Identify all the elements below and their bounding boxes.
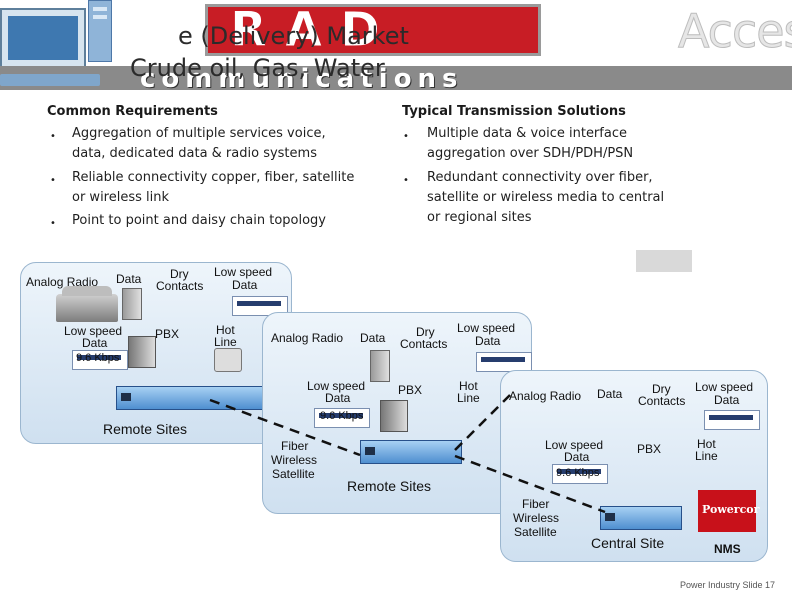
- powercor-logo: Powercor: [698, 490, 759, 532]
- transmission-solutions-header: Typical Transmission Solutions: [402, 104, 626, 119]
- access-mux-icon: [116, 386, 266, 410]
- analog-radio-icon: [56, 286, 118, 322]
- low-speed-label: Data: [325, 391, 351, 405]
- dry-contacts-label: Contacts: [400, 337, 448, 351]
- remote-sites-label: Remote Sites: [103, 421, 188, 437]
- slide-title-line1: e (Delivery) Market: [178, 22, 409, 50]
- pbx-icon: [380, 400, 408, 432]
- slide-title-line2: Crude oil, Gas, Water: [130, 54, 385, 82]
- low-speed-label: Low speed: [457, 321, 516, 335]
- dry-contacts-label: Dry: [170, 267, 189, 281]
- requirement-item: Reliable connectivity copper, fiber, sat…: [72, 170, 355, 185]
- wireless-label: Wireless: [513, 511, 560, 525]
- hot-line-phone-icon: [214, 348, 242, 372]
- low-speed-label: Low speed: [214, 265, 273, 279]
- rad-logo: [205, 4, 541, 56]
- banner-strip: [0, 66, 792, 90]
- hot-line-label: Hot: [216, 323, 235, 337]
- computer-tower-icon: [88, 0, 112, 62]
- pbx-label: PBX: [398, 383, 423, 397]
- common-requirements-header: Common Requirements: [47, 104, 218, 119]
- central-site-label: Central Site: [591, 535, 665, 551]
- rad-card-icon: [72, 350, 128, 370]
- rate-label: 9.6 Kbps: [556, 467, 600, 479]
- bullet-icon: •: [50, 218, 56, 229]
- pbx-icon: [128, 336, 156, 368]
- low-speed-label: Data: [714, 393, 740, 407]
- low-speed-label: Data: [475, 334, 501, 348]
- low-speed-label: Low speed: [64, 324, 123, 338]
- analog-radio-label: Analog Radio: [271, 331, 344, 345]
- bullet-icon: •: [50, 131, 56, 142]
- rad-card-icon: [552, 464, 608, 484]
- fiber-label: Fiber: [281, 439, 309, 453]
- data-device-icon: [122, 288, 142, 320]
- rad-card-icon: [314, 408, 370, 428]
- rad-card-icon: [476, 352, 532, 372]
- pbx-label: PBX: [637, 442, 662, 456]
- data-label: Data: [597, 387, 623, 401]
- requirement-item: Point to point and daisy chain topology: [72, 213, 327, 228]
- wan-link-right-lower: [454, 454, 606, 514]
- low-speed-label: Data: [82, 336, 108, 350]
- solution-item: aggregation over SDH/PDH/PSN: [427, 146, 634, 161]
- data-device-icon: [370, 350, 390, 382]
- data-label: Data: [360, 331, 386, 345]
- rate-label: 9.6 Kbps: [76, 352, 120, 364]
- low-speed-label: Low speed: [695, 380, 754, 394]
- requirement-item: Aggregation of multiple services voice,: [72, 126, 326, 141]
- pbx-label: PBX: [155, 327, 180, 341]
- hot-line-label: Line: [214, 335, 237, 349]
- rad-card-icon: [704, 410, 760, 430]
- decorative-blob: [636, 250, 692, 272]
- satellite-label: Satellite: [272, 467, 315, 481]
- low-speed-label: Low speed: [307, 379, 366, 393]
- requirement-item: or wireless link: [72, 190, 170, 205]
- analog-radio-label: Analog Radio: [26, 275, 99, 289]
- rad-logo-text: RAD: [230, 2, 398, 59]
- rad-card-icon: [232, 296, 288, 316]
- satellite-label: Satellite: [514, 525, 557, 539]
- remote-sites-label: Remote Sites: [347, 478, 432, 494]
- hot-line-label: Hot: [459, 379, 478, 393]
- dry-contacts-label: Dry: [416, 325, 435, 339]
- keyboard-icon: [0, 74, 100, 86]
- nms-label: NMS: [714, 542, 741, 556]
- wan-link-right-upper: [454, 394, 511, 451]
- bullet-icon: •: [403, 131, 409, 142]
- data-label: Data: [116, 272, 142, 286]
- hot-line-label: Line: [695, 449, 718, 463]
- banner-strip-text: communications: [140, 64, 464, 94]
- analog-radio-label: Analog Radio: [509, 389, 582, 403]
- rate-label: 9.6 Kbps: [320, 410, 364, 422]
- solution-item: Multiple data & voice interface: [427, 126, 627, 141]
- bullet-icon: •: [50, 175, 56, 186]
- dry-contacts-label: Contacts: [638, 394, 686, 408]
- access-mux-icon: [600, 506, 682, 530]
- dry-contacts-label: Contacts: [156, 279, 204, 293]
- hot-line-label: Line: [457, 391, 480, 405]
- solution-item: Redundant connectivity over fiber,: [427, 170, 653, 185]
- wireless-label: Wireless: [271, 453, 318, 467]
- solution-item: satellite or wireless media to central: [427, 190, 665, 205]
- fiber-label: Fiber: [522, 497, 550, 511]
- hot-line-label: Hot: [697, 437, 716, 451]
- wan-link-left: [209, 398, 361, 457]
- access-watermark: Access: [677, 4, 792, 59]
- bullet-icon: •: [403, 175, 409, 186]
- access-mux-icon: [360, 440, 462, 464]
- computer-screen-icon: [8, 16, 78, 60]
- low-speed-label: Data: [564, 450, 590, 464]
- footer-slide-number: Power Industry Slide 17: [680, 580, 776, 590]
- low-speed-label: Data: [232, 278, 258, 292]
- solution-item: or regional sites: [427, 210, 532, 225]
- dry-contacts-label: Dry: [652, 382, 671, 396]
- requirement-item: data, dedicated data & radio systems: [72, 146, 317, 161]
- low-speed-label: Low speed: [545, 438, 604, 452]
